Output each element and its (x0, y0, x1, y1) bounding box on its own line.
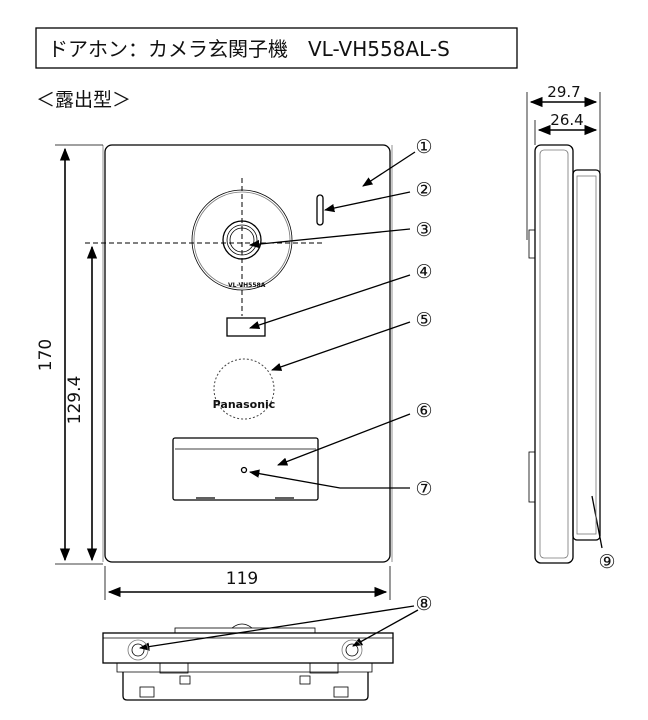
callout-1: ① (415, 136, 432, 158)
microphone-slot (316, 194, 324, 226)
callout-arrows (138, 151, 603, 651)
title-box (35, 27, 518, 69)
callout-5: ⑤ (415, 309, 432, 331)
dim-width: 119 (226, 569, 258, 589)
callout-9: ⑨ (598, 551, 615, 573)
dim-depth-body: 26.4 (550, 111, 583, 129)
side-view (526, 92, 601, 564)
dim-height: 170 (36, 339, 56, 371)
screw-right (345, 643, 359, 657)
callout-numbers: ① ② ③ ④ ⑤ ⑥ ⑦ ⑧ ⑨ (415, 136, 615, 615)
dim-camera-height: 129.4 (65, 376, 85, 425)
faceplate (104, 144, 391, 563)
screw-left (131, 643, 145, 657)
callout-7: ⑦ (415, 478, 432, 500)
callout-4: ④ (415, 261, 432, 283)
dimension-lines (55, 144, 391, 600)
mount-type-label: ＜露出型＞ (36, 89, 131, 111)
dim-depth-total: 29.7 (547, 83, 580, 101)
callout-8: ⑧ (415, 593, 432, 615)
callout-2: ② (415, 179, 432, 201)
title-text: ドアホン：カメラ玄関子機 VL-VH558AL-S (48, 37, 450, 61)
call-button (172, 437, 319, 501)
callout-3: ③ (415, 219, 432, 241)
brand-logo: Panasonic (213, 398, 276, 411)
call-indicator-led (240, 466, 248, 474)
speaker-area (213, 358, 275, 420)
bottom-view (102, 623, 394, 701)
sensor-window (226, 317, 266, 337)
front-view: VL-VH558A Panasonic (85, 144, 393, 563)
callout-6: ⑥ (415, 400, 432, 422)
camera-model-label: VL-VH558A (228, 282, 266, 289)
